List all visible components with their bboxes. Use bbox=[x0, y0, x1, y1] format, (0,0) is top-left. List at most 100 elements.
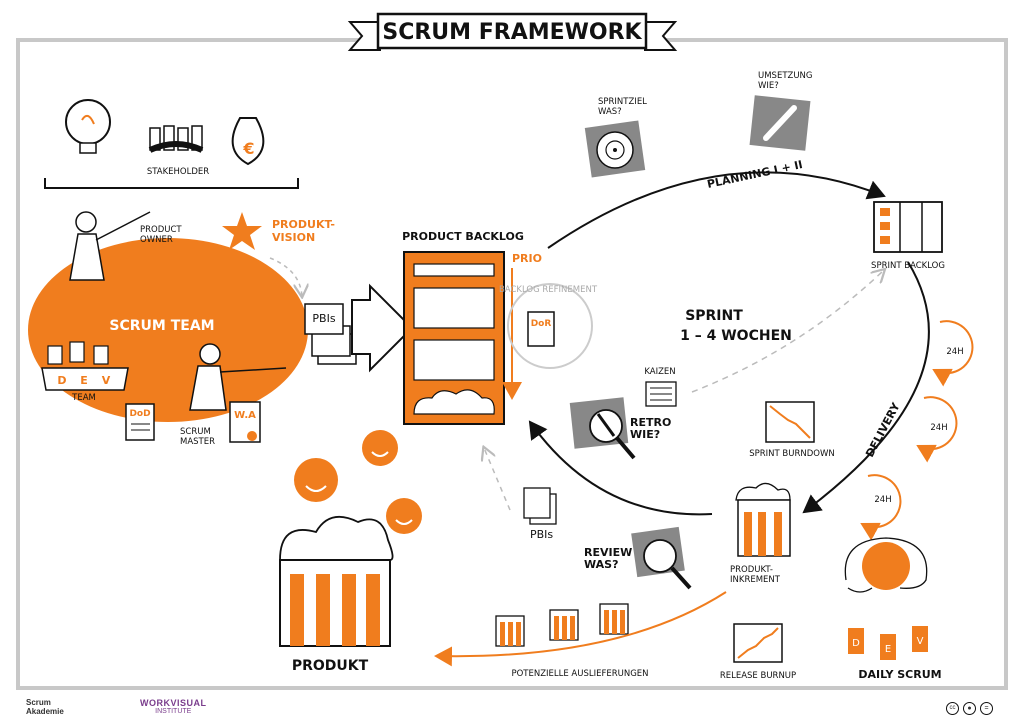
release-arrow bbox=[434, 591, 727, 667]
people-icon bbox=[148, 125, 204, 153]
daily-24h-label-3: 24H bbox=[874, 495, 891, 505]
retro-line: WIE? bbox=[630, 428, 660, 441]
magnifier-icon bbox=[643, 539, 677, 573]
scrum-logo-text: Scrum bbox=[26, 698, 51, 707]
svg-text:E: E bbox=[80, 374, 88, 387]
sprint-label: SPRINT bbox=[685, 308, 743, 324]
wrench-icon bbox=[763, 105, 797, 141]
lightbulb-icon bbox=[65, 99, 111, 145]
stakeholder-label: STAKEHOLDER bbox=[147, 167, 209, 177]
dor-document: DoR bbox=[527, 311, 555, 347]
produkt-inkrement-building bbox=[735, 482, 791, 557]
title-banner: SCRUM FRAMEWORK bbox=[347, 12, 678, 51]
svg-text:€: € bbox=[242, 139, 254, 158]
product-owner-figure bbox=[69, 211, 151, 281]
release-burnup-chart bbox=[733, 623, 783, 663]
backlog-refinement-cycle bbox=[507, 283, 593, 369]
scrum-team-label: SCRUM TEAM bbox=[109, 318, 214, 334]
nd-icon: = bbox=[980, 702, 993, 715]
delivery-arrow bbox=[802, 261, 930, 514]
umsetzung-line: WIE? bbox=[758, 81, 779, 91]
pbis-review-label: PBIs bbox=[530, 528, 553, 541]
retro-magnifier bbox=[569, 397, 636, 460]
produkt-inkrement-label: PRODUKT-INKREMENT bbox=[730, 565, 781, 585]
svg-text:V: V bbox=[102, 374, 111, 387]
svg-text:PBIs: PBIs bbox=[312, 312, 335, 325]
delivery-label: DELIVERY bbox=[863, 400, 903, 460]
scrum-master-figure bbox=[189, 343, 287, 411]
scrum-akademie-logo: Scrum Akademie bbox=[26, 698, 64, 716]
planning-label: PLANNING I + II bbox=[706, 158, 804, 191]
page-title: SCRUM FRAMEWORK bbox=[382, 20, 642, 45]
backlog-refinement-label: BACKLOG REFINEMENT bbox=[499, 285, 598, 295]
scrum-master-line: SCRUM bbox=[180, 427, 211, 437]
produkt-label: PRODUKT bbox=[292, 658, 369, 674]
produkt-inkrement-line: INKREMENT bbox=[730, 575, 781, 585]
planning-arrow bbox=[547, 171, 886, 249]
retro-line: RETRO bbox=[630, 416, 671, 429]
kaizen-list bbox=[645, 381, 677, 407]
daily-24h-label-2: 24H bbox=[930, 423, 947, 433]
review-magnifier bbox=[631, 526, 692, 590]
sprintziel-line: WAS? bbox=[598, 107, 622, 117]
kaizen-label: KAIZEN bbox=[644, 367, 675, 377]
pbis-review-cards bbox=[523, 487, 557, 525]
svg-text:D: D bbox=[57, 374, 66, 387]
sprint-backlog-board bbox=[873, 201, 943, 253]
daily-scrum-figures: D E V bbox=[844, 537, 928, 660]
product-owner-line: PRODUCT bbox=[140, 225, 182, 235]
produkt-building bbox=[279, 515, 394, 647]
stakeholder-group: € STAKEHOLDER bbox=[44, 99, 299, 189]
potenzielle-label: POTENZIELLE AUSLIEFERUNGEN bbox=[511, 669, 648, 679]
svg-text:E: E bbox=[885, 644, 891, 655]
speech-bubble bbox=[862, 542, 910, 590]
review-line: WAS? bbox=[584, 558, 618, 571]
svg-text:DoR: DoR bbox=[531, 319, 552, 329]
daily-24h-label-1: 24H bbox=[946, 347, 963, 357]
sprint-burndown-label: SPRINT BURNDOWN bbox=[749, 449, 835, 459]
retro-arrow bbox=[528, 420, 713, 516]
product-backlog-label: PRODUCT BACKLOG bbox=[402, 230, 524, 243]
svg-text:W.A: W.A bbox=[234, 410, 256, 421]
institute-logo-text: INSTITUTE bbox=[155, 708, 192, 715]
workvisual-logo-text: WORKVISUAL bbox=[140, 698, 207, 708]
kaizen-arrow bbox=[691, 270, 884, 393]
prio-label: PRIO bbox=[512, 252, 542, 265]
working-agreement-document: W.A bbox=[229, 401, 261, 443]
scrum-master-line: MASTER bbox=[180, 437, 215, 447]
svg-text:D: D bbox=[852, 638, 860, 649]
daily-scrum-label: DAILY SCRUM bbox=[858, 668, 941, 681]
svg-text:DoD: DoD bbox=[129, 409, 150, 419]
produkt-inkrement-line: PRODUKT- bbox=[730, 565, 773, 575]
money-bag-icon: € bbox=[231, 117, 265, 166]
produkt-vision-label: PRODUKT-VISION bbox=[272, 218, 335, 244]
release-burnup-label: RELEASE BURNUP bbox=[720, 671, 796, 681]
pbi-to-backlog-arrow bbox=[351, 283, 414, 373]
team-label: TEAM bbox=[71, 393, 96, 403]
sprintziel-target bbox=[584, 120, 646, 178]
star-icon bbox=[222, 212, 262, 250]
license-icons: cc ● = bbox=[946, 702, 993, 715]
cc-icon: cc bbox=[946, 702, 959, 715]
akademie-logo-text: Akademie bbox=[26, 707, 64, 716]
pbis-cards: PBIs bbox=[304, 303, 357, 365]
daily-loops bbox=[860, 320, 974, 541]
workvisual-logo: WORKVISUAL INSTITUTE bbox=[140, 698, 207, 715]
dod-document: DoD bbox=[125, 403, 155, 441]
sprint-backlog-label: SPRINT BACKLOG bbox=[871, 261, 945, 271]
by-icon: ● bbox=[963, 702, 976, 715]
review-line: REVIEW bbox=[584, 546, 632, 559]
dev-team-figures: D E V TEAM bbox=[41, 341, 129, 403]
smiley-icons bbox=[294, 430, 422, 534]
sprint-duration-label: 1 – 4 WOCHEN bbox=[680, 328, 792, 344]
pbis-feedback-arrow bbox=[484, 448, 511, 511]
sprintziel-line: SPRINTZIEL bbox=[598, 97, 647, 107]
umsetzung-line: UMSETZUNG bbox=[758, 71, 813, 81]
